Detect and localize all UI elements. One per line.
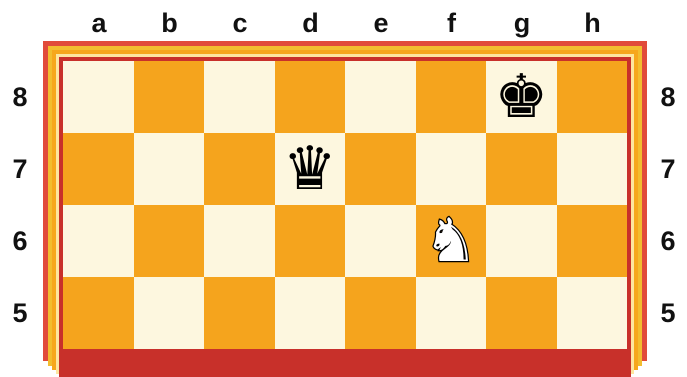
white-knight-icon[interactable]: ♞	[416, 205, 487, 277]
square-e5[interactable]	[345, 277, 416, 349]
square-b6[interactable]	[134, 205, 205, 277]
black-queen-icon[interactable]: ♛	[275, 133, 346, 205]
square-a6[interactable]	[63, 205, 134, 277]
square-b5[interactable]	[134, 277, 205, 349]
square-e6[interactable]	[345, 205, 416, 277]
square-a5[interactable]	[63, 277, 134, 349]
file-label-f: f	[416, 6, 488, 40]
rank-label-8-left: 8	[2, 80, 38, 114]
rank-label-7-left: 7	[2, 152, 38, 186]
square-e8[interactable]	[345, 61, 416, 133]
square-f8[interactable]	[416, 61, 487, 133]
square-a7[interactable]	[63, 133, 134, 205]
rank-label-7-right: 7	[650, 152, 686, 186]
rank-label-8-right: 8	[650, 80, 686, 114]
square-e7[interactable]	[345, 133, 416, 205]
square-h5[interactable]	[557, 277, 628, 349]
square-a8[interactable]	[63, 61, 134, 133]
file-label-a: a	[63, 6, 135, 40]
rank-label-6-right: 6	[650, 224, 686, 258]
square-b7[interactable]	[134, 133, 205, 205]
square-h6[interactable]	[557, 205, 628, 277]
square-c7[interactable]	[204, 133, 275, 205]
black-king-icon[interactable]: ♚	[486, 61, 557, 133]
square-g5[interactable]	[486, 277, 557, 349]
rank-label-5-left: 5	[2, 296, 38, 330]
file-label-d: d	[275, 6, 347, 40]
file-label-g: g	[486, 6, 558, 40]
file-label-b: b	[134, 6, 206, 40]
square-c6[interactable]	[204, 205, 275, 277]
rank-label-6-left: 6	[2, 224, 38, 258]
black-queen-glyph: ♛	[283, 139, 337, 199]
square-f5[interactable]	[416, 277, 487, 349]
square-d6[interactable]	[275, 205, 346, 277]
square-d5[interactable]	[275, 277, 346, 349]
square-c8[interactable]	[204, 61, 275, 133]
square-h8[interactable]	[557, 61, 628, 133]
square-g7[interactable]	[486, 133, 557, 205]
chess-board: ♚ ♛ ♞	[63, 61, 627, 351]
square-d8[interactable]	[275, 61, 346, 133]
file-label-c: c	[204, 6, 276, 40]
square-g6[interactable]	[486, 205, 557, 277]
square-h7[interactable]	[557, 133, 628, 205]
white-knight-glyph: ♞	[424, 211, 478, 271]
square-c5[interactable]	[204, 277, 275, 349]
file-label-h: h	[557, 6, 629, 40]
black-king-glyph: ♚	[494, 67, 548, 127]
rank-label-5-right: 5	[650, 296, 686, 330]
square-b8[interactable]	[134, 61, 205, 133]
file-label-e: e	[345, 6, 417, 40]
square-f7[interactable]	[416, 133, 487, 205]
